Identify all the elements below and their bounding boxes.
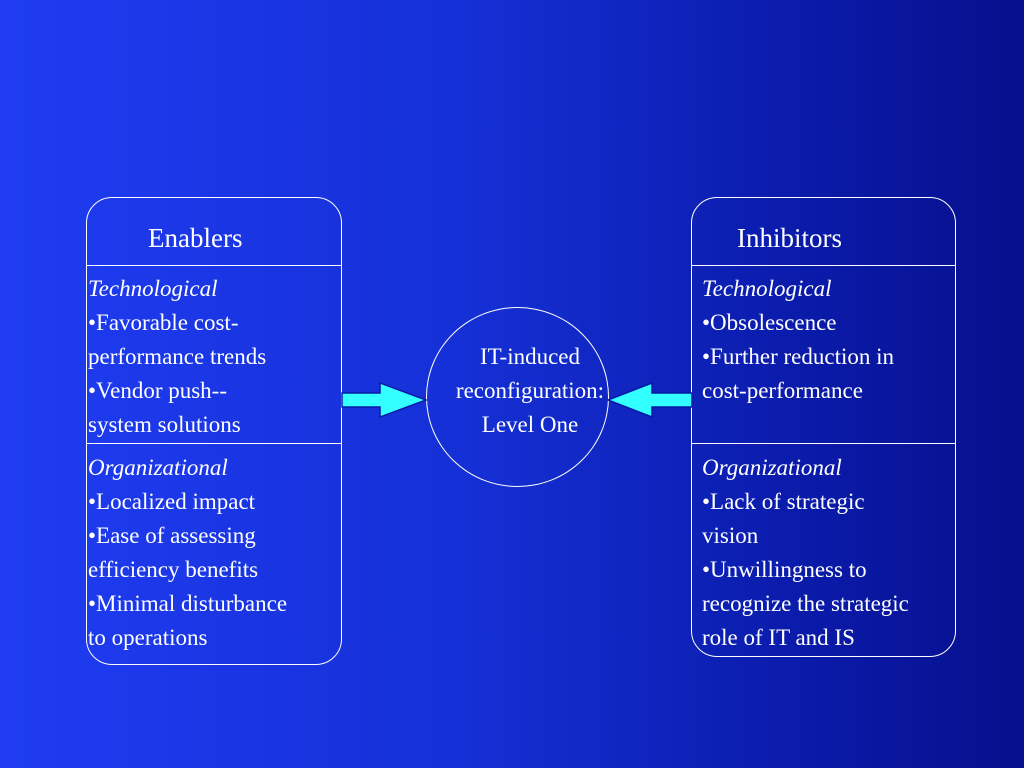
enablers-organizational-section: Organizational •Localized impact •Ease o…	[88, 451, 341, 655]
list-item: recognize the strategic	[702, 591, 909, 616]
list-item: vision	[702, 523, 759, 548]
inhibitors-technological-label: Technological	[702, 276, 832, 301]
list-item: performance trends	[88, 344, 267, 369]
list-item: cost-performance	[702, 378, 863, 403]
list-item: •Lack of strategic	[702, 489, 865, 514]
list-item: •Obsolescence	[702, 310, 837, 335]
inhibitors-section-divider	[692, 443, 955, 444]
inhibitors-organizational-label: Organizational	[702, 455, 842, 480]
inhibitors-panel: Inhibitors Technological •Obsolescence •…	[691, 197, 956, 657]
list-item: •Minimal disturbance	[88, 591, 288, 616]
list-item: role of IT and IS	[702, 625, 855, 650]
center-line: reconfiguration:	[455, 378, 605, 403]
enablers-header: Enablers	[87, 198, 341, 266]
enablers-panel: Enablers Technological •Favorable cost- …	[86, 197, 342, 665]
list-item: system solutions	[88, 412, 241, 437]
list-item: to operations	[88, 625, 208, 650]
inhibitors-header: Inhibitors	[692, 198, 955, 266]
list-item: •Unwillingness to	[702, 557, 867, 582]
inhibitors-title: Inhibitors	[737, 223, 842, 253]
enablers-technological-section: Technological •Favorable cost- performan…	[88, 272, 341, 442]
enablers-organizational-label: Organizational	[88, 455, 228, 480]
list-item: efficiency benefits	[88, 557, 259, 582]
list-item: •Ease of assessing	[88, 523, 256, 548]
reconfiguration-circle	[426, 307, 609, 487]
list-item: •Localized impact	[88, 489, 256, 514]
enablers-section-divider	[87, 443, 341, 444]
right-arrow-icon	[341, 381, 429, 419]
list-item: •Further reduction in	[702, 344, 895, 369]
inhibitors-organizational-section: Organizational •Lack of strategic vision…	[702, 451, 955, 655]
center-line: IT-induced	[479, 344, 581, 369]
center-line: Level One	[481, 412, 579, 437]
reconfiguration-label: IT-induced reconfiguration: Level One	[420, 340, 640, 442]
enablers-technological-label: Technological	[88, 276, 218, 301]
list-item: •Vendor push--	[88, 378, 227, 403]
list-item: •Favorable cost-	[88, 310, 239, 335]
left-arrow-icon	[605, 381, 693, 419]
inhibitors-technological-section: Technological •Obsolescence •Further red…	[702, 272, 955, 408]
enablers-title: Enablers	[148, 223, 243, 253]
